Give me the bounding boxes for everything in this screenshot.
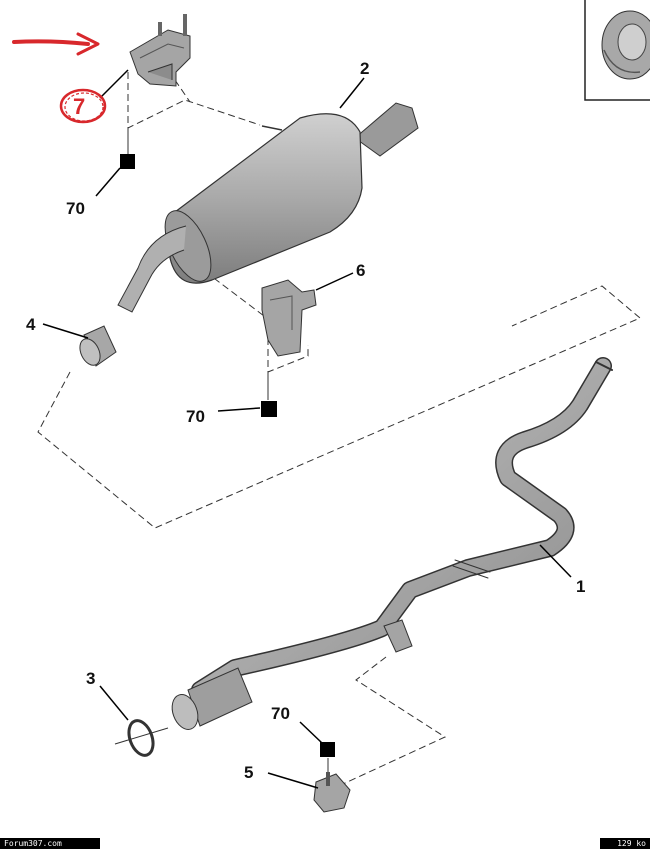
front-pipe-part: [191, 357, 613, 699]
callout-7: 7: [73, 94, 85, 119]
red-circle-highlight: [59, 88, 107, 124]
callout-2: 2: [360, 59, 369, 78]
silencer-part: [117, 102, 419, 313]
detail-inset: [584, 0, 650, 101]
front-mount-part: [313, 772, 351, 813]
footer-size-label: 129 ko: [600, 838, 650, 849]
callout-70-top: 70: [66, 199, 85, 218]
clamp-ring-part: [114, 719, 169, 757]
rear-bracket-part: [261, 279, 317, 357]
callout-70-bottom: 70: [271, 704, 290, 723]
callout-5: 5: [244, 763, 253, 782]
callout-70-middle: 70: [186, 407, 205, 426]
red-arrow-annotation: [12, 32, 100, 56]
fixing-markers: [95, 128, 335, 772]
callout-leaders: [42, 69, 572, 789]
pipe-hanger-bracket: [383, 619, 413, 653]
callout-4: 4: [26, 315, 36, 334]
callout-3: 3: [86, 669, 95, 688]
catalytic-converter-part: [171, 667, 253, 730]
callout-1: 1: [576, 577, 585, 596]
rear-hanger-part: [129, 14, 191, 87]
coupling-sleeve-part: [79, 325, 117, 367]
callout-6: 6: [356, 261, 365, 280]
assembly-dashed-lines: [37, 72, 641, 791]
footer-site-label: Forum307.com: [0, 838, 100, 849]
